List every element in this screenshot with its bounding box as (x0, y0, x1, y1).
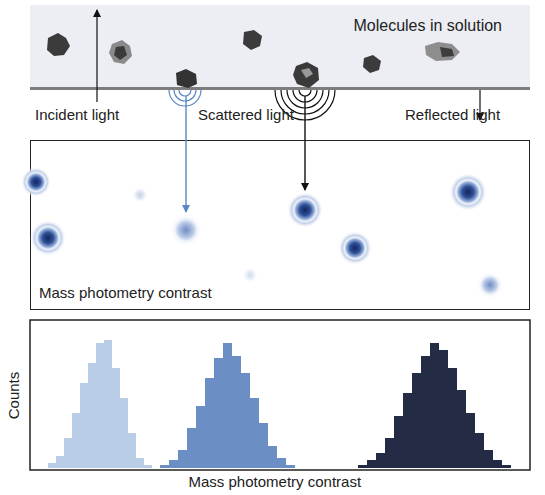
light-label: Incident light (35, 106, 119, 123)
contrast-spots (21, 167, 504, 299)
solution-band: Molecules in solution (30, 5, 530, 90)
histogram (358, 343, 511, 468)
light-label: Reflected light (405, 106, 500, 123)
axis-label: Counts (5, 371, 22, 419)
histogram (48, 340, 152, 468)
light-label: Scattered light (198, 106, 294, 123)
histogram (160, 343, 295, 468)
histogram-frame (30, 320, 530, 470)
image-panel: Mass photometry contrast (30, 140, 530, 310)
axis-label: Mass photometry contrast (189, 473, 362, 490)
node-text: Molecules in solution (353, 17, 502, 35)
scatter-arrow (185, 96, 186, 212)
node-text: Mass photometry contrast (39, 284, 212, 301)
molecules (47, 30, 460, 88)
incident-arrow (96, 10, 97, 102)
scatter-waves (169, 90, 201, 106)
scatter-arrow (304, 96, 305, 190)
